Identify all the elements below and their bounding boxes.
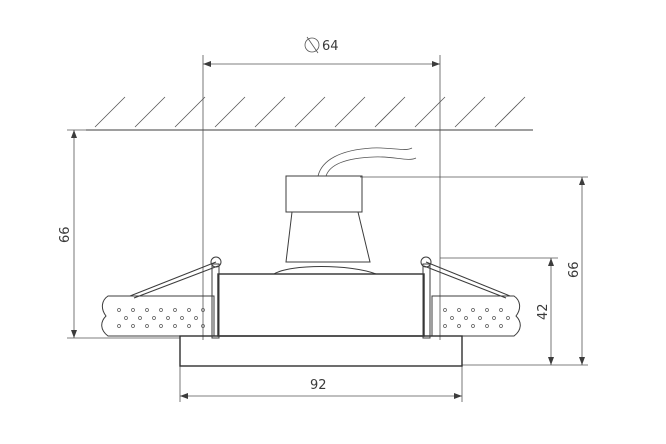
right-dimensions: 42 66: [360, 176, 588, 366]
right-depth-value: 42: [536, 303, 551, 320]
ceiling-panel-left: [101, 295, 215, 337]
left-height-dimension: 66: [58, 129, 180, 339]
width-dimension: 92: [179, 340, 463, 402]
housing: [217, 273, 425, 337]
right-height-value: 66: [567, 261, 582, 278]
ceiling-panel-right: [431, 295, 521, 337]
left-height-value: 66: [58, 226, 73, 243]
lamp-dome: [273, 266, 377, 275]
diameter-symbol-icon: [304, 36, 320, 54]
spring-clip-icon: [420, 256, 511, 339]
lamp-neck: [285, 211, 371, 263]
ceiling-hatch-icon: [94, 96, 526, 128]
luminaire: [179, 147, 463, 367]
spring-clip-icon: [129, 256, 222, 339]
width-value: 92: [310, 378, 327, 393]
diameter-dimension: 64: [202, 36, 441, 340]
socket-block: [285, 175, 363, 213]
bezel: [179, 335, 463, 367]
diameter-value: 64: [322, 39, 339, 54]
cable-icon: [317, 147, 417, 177]
ceiling: [86, 96, 533, 131]
